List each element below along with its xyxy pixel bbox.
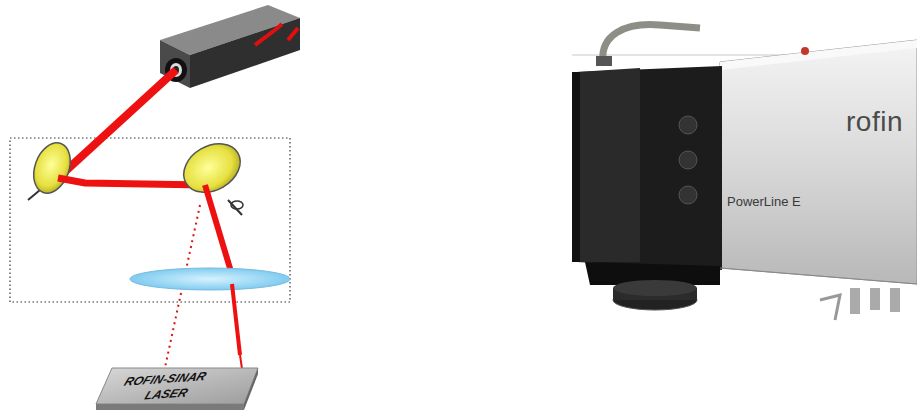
scan-head-face xyxy=(577,68,640,262)
laser-beam xyxy=(58,70,176,178)
workpiece-side xyxy=(244,368,258,410)
scan-head-edge xyxy=(572,72,580,262)
f-theta-lens xyxy=(130,268,290,290)
laser-box-logo xyxy=(255,24,282,45)
galvo-mirror-x xyxy=(27,138,77,200)
workpiece-edge xyxy=(96,404,244,410)
indicator-lamp xyxy=(801,47,809,55)
mirror-x xyxy=(27,138,77,198)
marked-text: LASER xyxy=(143,387,190,402)
fitting xyxy=(850,288,860,314)
scan-head xyxy=(577,66,722,270)
housing xyxy=(720,40,917,284)
housing-edge xyxy=(720,268,917,284)
mirror-mount xyxy=(231,201,243,209)
connector xyxy=(679,116,697,134)
connector xyxy=(679,186,697,204)
laser-box-side xyxy=(190,18,300,88)
connector xyxy=(679,151,697,169)
mirror-shaft xyxy=(228,200,242,215)
brand-logo: rofin xyxy=(846,108,903,136)
housing-edge xyxy=(720,40,917,70)
cable xyxy=(603,25,700,62)
workpiece xyxy=(96,368,258,404)
model-name: PowerLine E xyxy=(727,195,801,208)
laser-source xyxy=(160,5,300,88)
laser-marker-photo xyxy=(572,40,917,320)
mirror-y xyxy=(175,134,249,202)
fitting xyxy=(890,288,900,312)
cable-connector xyxy=(596,56,612,66)
laser-beam xyxy=(205,185,232,275)
lens-mount-top xyxy=(613,280,697,296)
mirror-shaft xyxy=(28,190,40,200)
fitting xyxy=(870,288,880,310)
laser-beam xyxy=(232,284,240,355)
fitting xyxy=(820,295,840,320)
laser-box-mark xyxy=(288,28,298,40)
scan-head-outline xyxy=(10,138,290,302)
laser-beam xyxy=(58,178,205,185)
